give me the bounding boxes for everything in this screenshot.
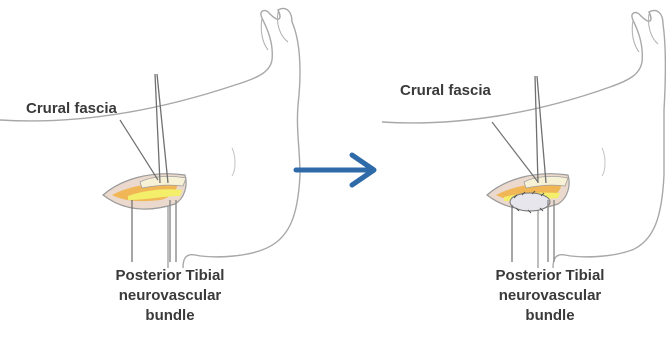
right-forceps-line-1 <box>537 76 546 183</box>
left-bundle-label: Posterior Tibial neurovascular bundle <box>100 266 240 326</box>
left-retractor <box>170 200 176 262</box>
right-leg-outline <box>382 11 665 269</box>
right-retractor <box>548 200 554 262</box>
left-bundle-label-line-3: bundle <box>100 306 240 326</box>
transition-arrow <box>296 155 374 185</box>
left-illustration <box>0 9 300 269</box>
right-bundle-label-line-2: neurovascular <box>480 286 620 306</box>
right-illustration <box>382 11 665 269</box>
left-crural-fascia-label: Crural fascia <box>26 99 117 119</box>
right-ankle-bone <box>602 148 605 176</box>
right-crural-fascia-label: Crural fascia <box>400 81 491 101</box>
left-leader-line <box>120 120 158 180</box>
left-bundle-label-line-1: Posterior Tibial <box>100 266 240 286</box>
right-bundle-label-line-1: Posterior Tibial <box>480 266 620 286</box>
left-bundle-label-line-2: neurovascular <box>100 286 240 306</box>
right-forceps-line-2 <box>535 76 538 183</box>
left-leg-outline <box>0 9 300 269</box>
left-ankle-bone <box>232 148 235 176</box>
right-bundle-label-line-3: bundle <box>480 306 620 326</box>
right-bundle-label: Posterior Tibial neurovascular bundle <box>480 266 620 326</box>
right-leader-line <box>492 122 538 182</box>
